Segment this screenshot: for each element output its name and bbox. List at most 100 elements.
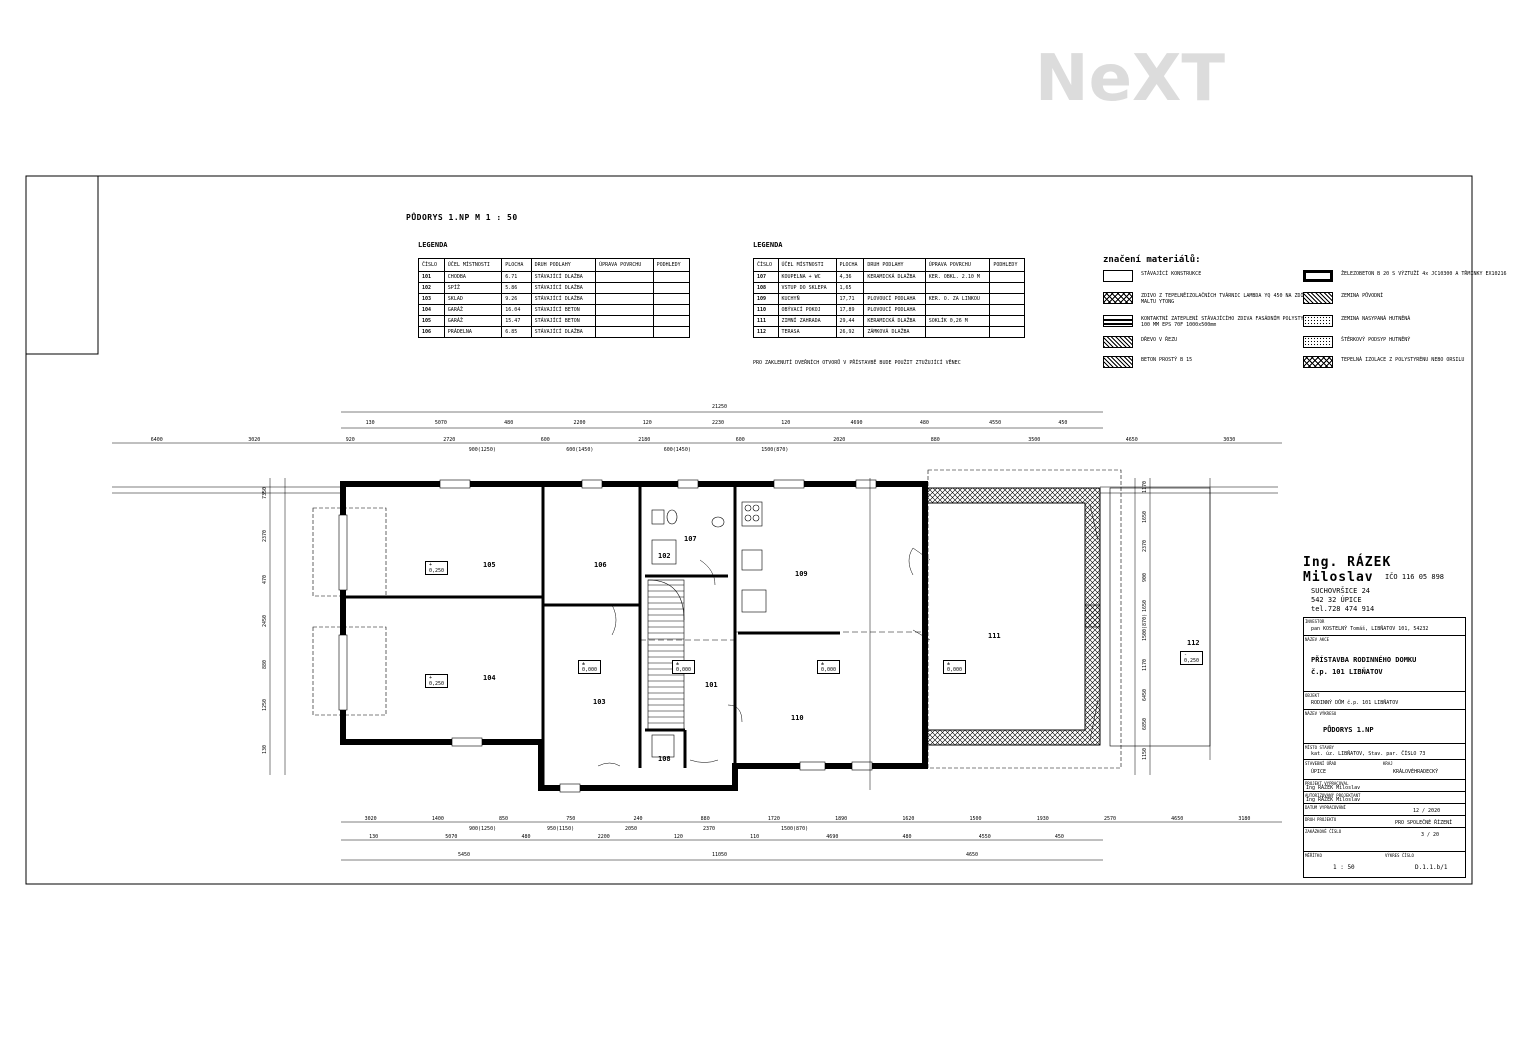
legend-cell	[652, 271, 691, 283]
legend-cell: GARÁŽ	[443, 304, 503, 316]
tb-value: ÚPICE	[1311, 769, 1327, 775]
legend-cell	[924, 282, 991, 294]
tb-label: PROJEKT VYPRACOVAL	[1305, 781, 1349, 786]
legend-cell	[989, 326, 1025, 338]
legend-cell: KER. OBKL. 2.10 M	[924, 271, 991, 283]
terrace-outline	[927, 469, 1122, 769]
dimension-text: 110	[750, 834, 760, 840]
tb-urad: STAVEBNÍ ÚŘAD ÚPICE KRAJ KRÁLOVÉHRADECKÝ	[1303, 759, 1466, 779]
tb-akce: NÁZEV AKCE PŘÍSTAVBA RODINNÉHO DOMKU č.p…	[1303, 635, 1466, 691]
dimension-text: 900(1250)	[469, 826, 497, 832]
dimension-text: 450	[1058, 420, 1068, 426]
dimension-text: 1650	[1142, 510, 1148, 523]
material-label: TEPELNÁ IZOLACE Z POLYSTYRÉNU NEBO ORSIL…	[1341, 357, 1465, 363]
dimension-text: 1500(870)	[761, 447, 789, 453]
dimension-text: 600(1450)	[566, 447, 594, 453]
dimension-text: 1400	[431, 816, 444, 822]
legend-cell: PLOVOUCÍ PODLAHA	[863, 304, 926, 316]
dimension-text: 480	[504, 420, 514, 426]
tb-value: 1 : 50	[1333, 864, 1355, 871]
dimension-text: 1500	[969, 816, 982, 822]
dimension-text: 2570	[1103, 816, 1116, 822]
material-swatch	[1303, 336, 1333, 348]
dimension-text: 1500(870)	[1142, 614, 1148, 642]
dimension-text: 450	[1054, 834, 1064, 840]
legend-cell	[924, 304, 991, 316]
designer-name: Ing. RÁZEK Miloslav	[1303, 555, 1392, 585]
designer-phone: tel.728 474 914	[1311, 605, 1375, 613]
tb-vypracoval: PROJEKT VYPRACOVAL Ing RÁZEK Miloslav	[1303, 779, 1466, 791]
dimension-text: 3180	[1238, 816, 1251, 822]
dimension-text: 3020	[364, 816, 377, 822]
dimension-text: 240	[633, 816, 643, 822]
dimension-text: 2370	[1142, 540, 1148, 553]
dimension-text: 900(1250)	[468, 447, 496, 453]
dimension-text: 2370	[703, 826, 716, 832]
legend-cell	[989, 293, 1025, 305]
legend-cell: 112	[753, 326, 779, 338]
legend-cell: 17,89	[835, 304, 865, 316]
dimension-text: 480	[902, 834, 912, 840]
designer-address2: 542 32 ÚPICE	[1311, 596, 1362, 604]
material-label: DŘEVO V ŘEZU	[1141, 337, 1178, 343]
dimension-text: 5070	[445, 834, 458, 840]
legend-cell: 15.47	[501, 315, 532, 327]
legend-cell: 9.26	[501, 293, 532, 305]
dimension-text: 21250	[712, 404, 728, 410]
header-cell: ČÍSLO	[753, 258, 779, 272]
legend-cell: GARÁŽ	[443, 315, 503, 327]
material-label: ZEMINA PŮVODNÍ	[1341, 293, 1384, 299]
room-number: 110	[791, 714, 804, 722]
dimension-text: 120	[642, 420, 652, 426]
tb-druh: DRUH PROJEKTU PRO SPOLEČNÉ ŘÍZENÍ	[1303, 815, 1466, 827]
legend-cell: OBÝVACÍ POKOJ	[777, 304, 837, 316]
floor-level: - 0,250	[1180, 651, 1204, 665]
legend-cell	[652, 326, 691, 338]
header-cell: ČÍSLO	[418, 258, 445, 272]
legend-cell: 107	[753, 271, 779, 283]
tb-value: PRO SPOLEČNÉ ŘÍZENÍ	[1395, 820, 1453, 826]
material-label: KONTAKTNÍ ZATEPLENÍ STÁVAJÍCÍHO ZDIVA FA…	[1141, 316, 1319, 328]
dimension-text: 1170	[1142, 659, 1148, 672]
legend-cell: KERAMICKÁ DLAŽBA	[863, 315, 926, 327]
legend-cell: STÁVAJÍCÍ DLAŽBA	[530, 282, 597, 294]
tb-meritko: MĚŘÍTKO 1 : 50 VÝKRES ČÍSLO D.1.1.b/1	[1303, 851, 1466, 878]
dimension-text: 3030	[1223, 437, 1236, 443]
existing-walls	[340, 481, 928, 791]
dimension-text: 6450	[1142, 688, 1148, 701]
dimension-text: 7350	[262, 487, 268, 500]
logo-text: NeXT	[1035, 42, 1225, 116]
tb-label: NÁZEV VÝKRESU	[1305, 711, 1337, 716]
material-label: ZDIVO Z TEPELNĚIZOLAČNÍCH TVÁRNIC LAMBDA…	[1141, 293, 1310, 305]
tb-label: NÁZEV AKCE	[1305, 637, 1330, 642]
legend-cell: KER. O. ZA LINKOU	[924, 293, 991, 305]
dimension-text: 1930	[1036, 816, 1049, 822]
room-number: 111	[988, 632, 1001, 640]
legend-cell: SOKLÍK 0,26 M	[924, 315, 991, 327]
legend-cell: KUCHYŇ	[777, 293, 837, 305]
legend-cell: 104	[418, 304, 445, 316]
floor-level: ± 0,000	[578, 660, 602, 674]
corner-box	[25, 175, 99, 355]
legend-cell: 109	[753, 293, 779, 305]
legend-cell: 26,92	[835, 326, 865, 338]
material-label: STÁVAJÍCÍ KONSTRUKCE	[1141, 271, 1202, 277]
dimension-text: 470	[262, 575, 268, 585]
designer-address1: SUCHOVRŠICE 24	[1311, 587, 1371, 595]
tb-value: PŘÍSTAVBA RODINNÉHO DOMKU	[1311, 656, 1417, 664]
tb-label: VÝKRES ČÍSLO	[1385, 853, 1414, 858]
tb-label: INVESTOR	[1305, 619, 1325, 624]
material-swatch	[1303, 356, 1333, 368]
tb-datum: DATUM VYPRACOVÁNÍ 12 / 2020	[1303, 803, 1466, 815]
next-logo: NeXT	[1035, 42, 1225, 116]
dimension-text: 6400	[150, 437, 163, 443]
floor-level: ± 0,000	[672, 660, 696, 674]
dimension-text: 4550	[989, 420, 1002, 426]
legend-cell	[989, 315, 1025, 327]
dimension-text: 1620	[902, 816, 915, 822]
